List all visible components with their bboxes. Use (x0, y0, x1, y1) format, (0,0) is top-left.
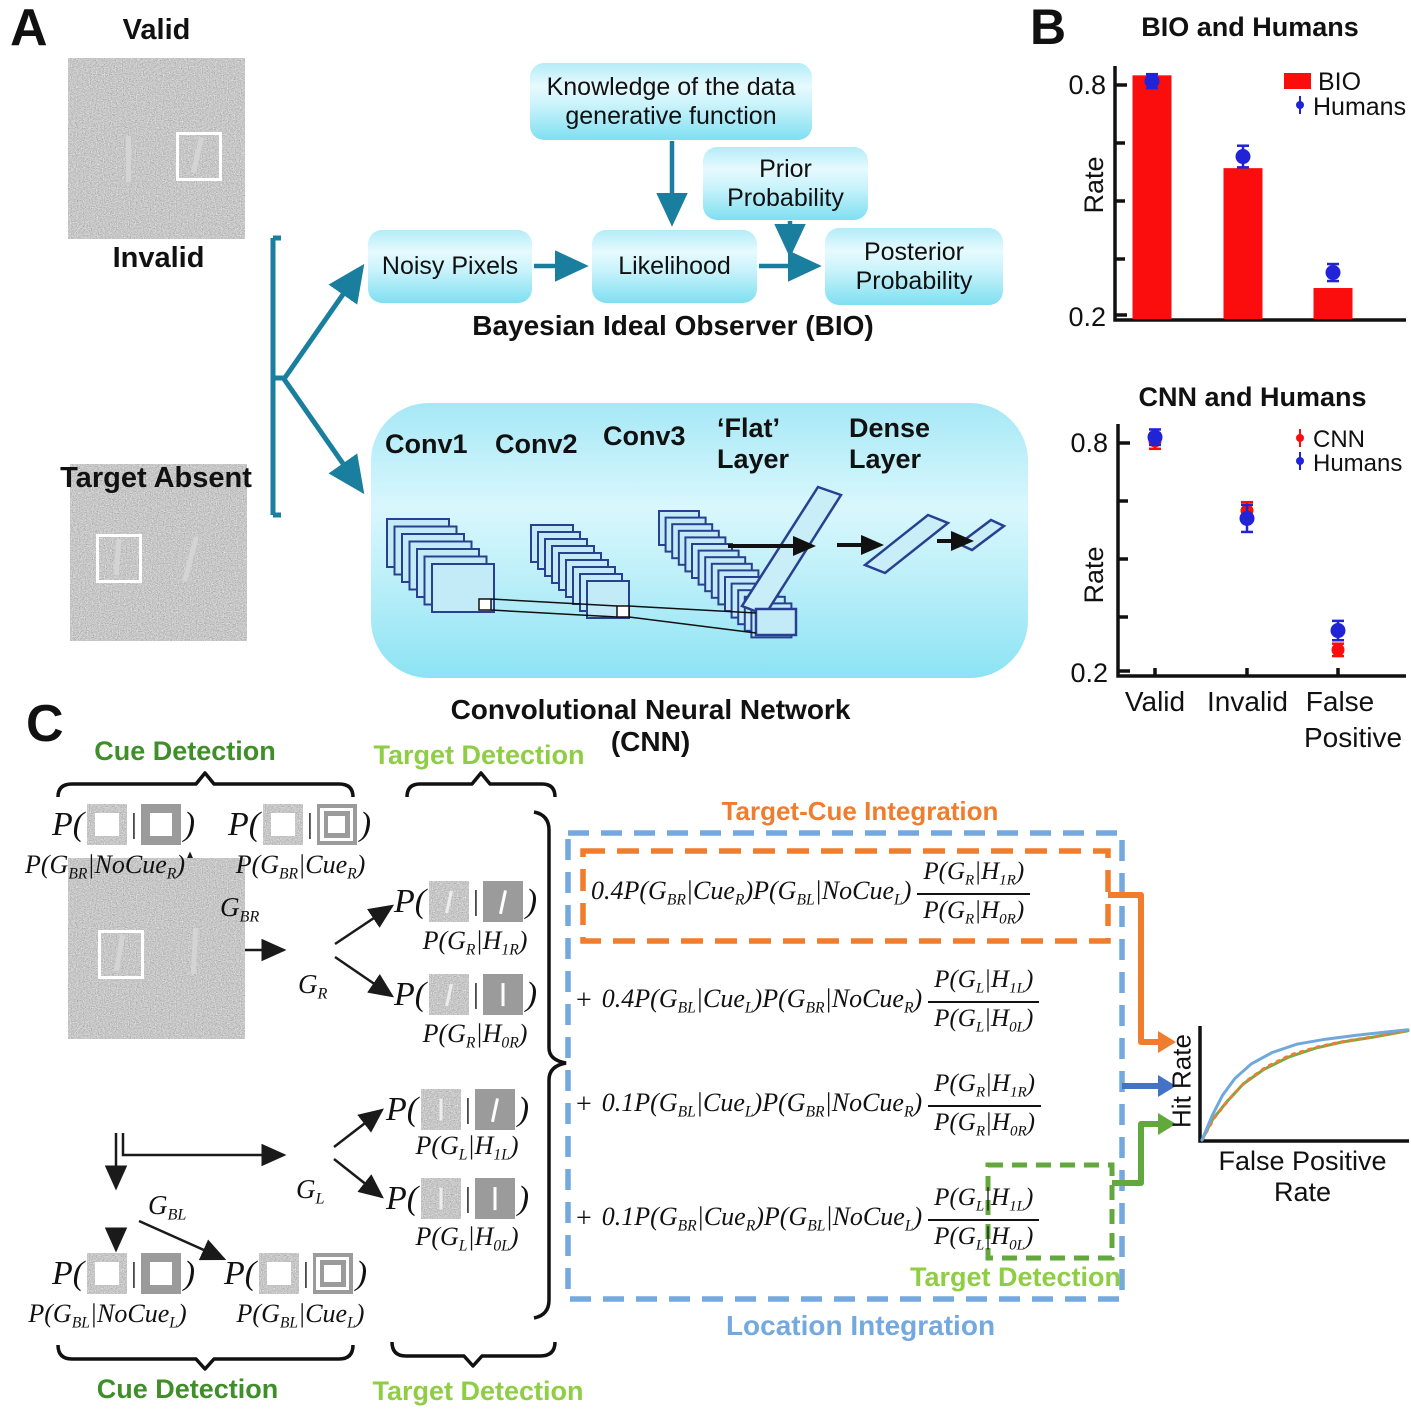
chart1-ylabel: Rate (1079, 156, 1109, 214)
node-gbl-label: GBL (148, 1190, 187, 1224)
equation-row-3: + 0.1P(GBL|CueL)P(GBR|NoCueR) P(GR|H1R)P… (576, 1067, 1041, 1143)
stimulus-invalid-title: Invalid (112, 242, 205, 274)
chart1-legend-humans: Humans (1313, 93, 1407, 121)
chart2-legend-humans: Humans (1313, 450, 1403, 477)
knowledge-box: Knowledge of the data generative functio… (530, 63, 812, 140)
panelC-brackets (56, 771, 557, 1371)
stimulus-absent-title: Target Absent (60, 462, 252, 494)
chart1-legend-bio: BIO (1318, 68, 1362, 96)
chart2-ytick-02: 0.2 (1070, 658, 1108, 688)
chart2-xtick-false: False (1305, 686, 1375, 717)
expr-gbl-nocue: P( | ) (52, 1253, 195, 1294)
node-gbr-label: GBR (220, 892, 260, 926)
equation-row-2: + 0.4P(GBL|CueL)P(GBR|NoCueR) P(GL|H1L)P… (576, 963, 1040, 1039)
target-detection-green-label: Target Detection (909, 1262, 1122, 1292)
equation-row-4: + 0.1P(GBR|CueR)P(GBL|NoCueL) P(GL|H1L)P… (576, 1181, 1040, 1257)
panel-a-label: A (10, 0, 48, 57)
expr-gl-h1: P( | ) (386, 1089, 529, 1130)
roc-ylabel: Hit Rate (1166, 1034, 1197, 1128)
likelihood-label: Likelihood (618, 252, 731, 281)
target-detection-top-label: Target Detection (373, 740, 585, 770)
cue-box (176, 132, 222, 181)
cue-detection-top-label: Cue Detection (94, 736, 276, 766)
roc-xlabel-line2: Rate (1273, 1177, 1332, 1207)
chart1-title: BIO and Humans (1141, 12, 1359, 42)
node-gl-label: GL (296, 1174, 325, 1208)
cue-box (96, 534, 142, 583)
caption-gbl-cue: P(GBL|CueL) (236, 1299, 365, 1332)
chart1-data (1132, 72, 1353, 320)
chart2-data (1147, 428, 1346, 658)
chart2-title: CNN and Humans (1138, 382, 1367, 412)
flat-layer-label: ‘Flat’Layer (717, 413, 790, 474)
caption-gl-h0: P(GL|H0L) (415, 1222, 519, 1255)
target-detection-green-box (985, 1162, 1115, 1261)
chart2-legend-cnn: CNN (1313, 426, 1365, 453)
caption-gr-h1: P(GR|H1R) (422, 926, 528, 959)
roc-axes (1198, 1026, 1409, 1143)
chart2-xtick-invalid: Invalid (1207, 686, 1288, 717)
conv3-label: Conv3 (603, 421, 686, 451)
panel-c-label: C (26, 695, 64, 753)
expr-gr-h1: P( | ) (394, 881, 537, 922)
target-cue-integration-label: Target-Cue Integration (721, 796, 999, 826)
expr-gl-h0: P( | ) (386, 1178, 529, 1219)
chart2-ylabel: Rate (1079, 546, 1109, 604)
noisy-pixels-box: Noisy Pixels (368, 230, 532, 303)
caption-gl-h1: P(GL|H1L) (415, 1131, 519, 1164)
cnn-layers-art (386, 485, 1007, 639)
knowledge-box-label: Knowledge of the data generative functio… (546, 72, 796, 130)
expr-gbl-cue: P( | ) (224, 1253, 367, 1294)
stimulus-absent-image (68, 858, 245, 1039)
chart1-ytick-02: 0.2 (1068, 302, 1106, 332)
stimulus-valid-image (68, 58, 245, 239)
likelihood-box: Likelihood (592, 230, 757, 303)
bio-flow-arrows (534, 141, 822, 282)
chart2-xtick-valid: Valid (1124, 686, 1186, 717)
cue-box (98, 930, 144, 979)
node-gr-label: GR (298, 969, 328, 1003)
cue-detection-bottom-label: Cue Detection (96, 1374, 279, 1404)
location-integration-box (565, 830, 1125, 1302)
location-integration-label: Location Integration (725, 1310, 996, 1341)
caption-gr-h0: P(GR|H0R) (422, 1019, 528, 1052)
chart2-xtick-positive: Positive (1303, 722, 1403, 753)
caption-gbr-cue: P(GBR|CueR) (235, 850, 366, 883)
equation-brace (533, 810, 567, 1320)
panel-b-label: B (1030, 0, 1067, 55)
expr-gbr-cue: P( | ) (228, 804, 371, 845)
expr-gr-h0: P( | ) (394, 974, 537, 1015)
stimuli-branch-connector (270, 235, 365, 518)
stimulus-invalid-image (70, 464, 247, 641)
stimulus-valid-title: Valid (122, 14, 191, 46)
chart2-ytick-08: 0.8 (1070, 428, 1108, 458)
distractor-line (126, 136, 131, 182)
caption-gbl-nocue: P(GBL|NoCueL) (28, 1299, 187, 1332)
target-detection-bottom-label: Target Detection (372, 1376, 584, 1406)
noisy-pixels-label: Noisy Pixels (381, 252, 519, 281)
expr-gbr-nocue: P( | ) (52, 804, 195, 845)
conv1-label: Conv1 (385, 429, 468, 459)
cnn-caption: Convolutional Neural Network (CNN) (450, 694, 851, 757)
roc-curves (1200, 1028, 1410, 1142)
caption-gbr-nocue: P(GBR|NoCueR) (25, 850, 185, 883)
chart1-ytick-08: 0.8 (1068, 70, 1106, 100)
roc-xlabel-line1: False Positive (1218, 1146, 1387, 1176)
chart2-axes (1116, 424, 1406, 678)
equation-row-1: 0.4P(GBR|CueR)P(GBL|NoCueL) P(GR|H1R)P(G… (591, 855, 1031, 931)
roc-input-arrows (1108, 892, 1176, 1186)
bio-caption: Bayesian Ideal Observer (BIO) (472, 310, 874, 341)
conv2-label: Conv2 (495, 429, 578, 459)
